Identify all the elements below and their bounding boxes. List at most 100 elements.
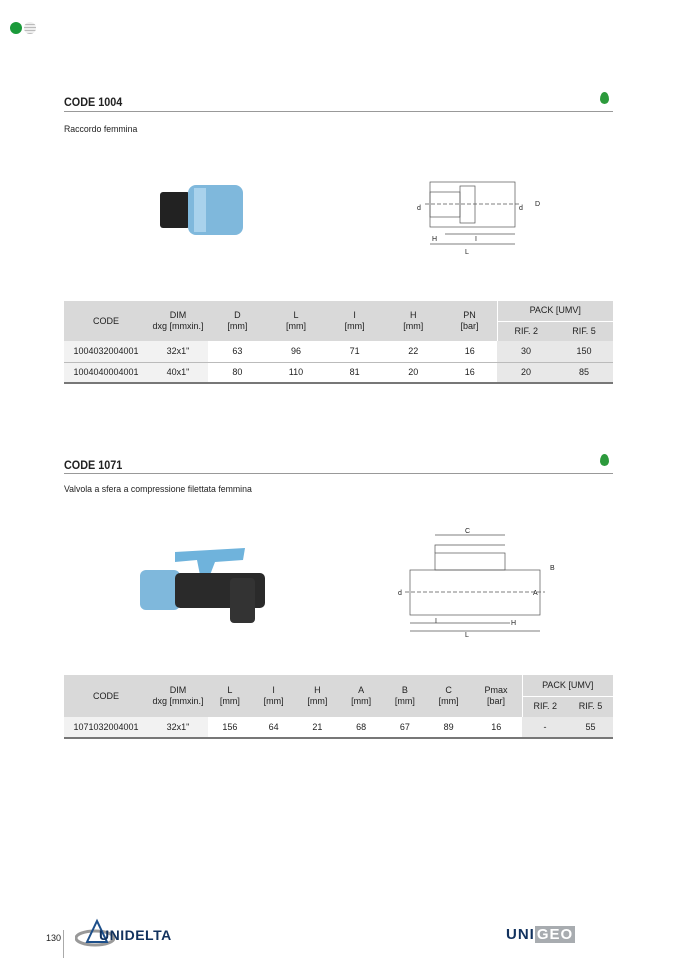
col-header-h: H[mm]	[295, 675, 340, 717]
table-cell: 68	[339, 717, 383, 739]
svg-text:I: I	[475, 236, 477, 243]
table-cell: 20	[383, 362, 443, 384]
table-cell: 71	[325, 341, 384, 363]
table-cell: 16	[442, 341, 497, 363]
col-header-pn: PN[bar]	[442, 301, 497, 341]
text: C	[445, 685, 452, 695]
unidelta-logo: UNIDELTA	[75, 918, 210, 948]
text: L	[227, 685, 233, 695]
svg-text:d: d	[519, 205, 523, 212]
text: [mm]	[394, 696, 415, 706]
text: Pmax	[484, 685, 508, 695]
col-header-rif2: RIF. 2	[521, 696, 568, 717]
text: [mm]	[438, 696, 459, 706]
text: GEO	[534, 926, 576, 943]
svg-text:D: D	[535, 201, 540, 208]
drop-icon	[600, 92, 609, 104]
section-title: CODE 1071	[64, 458, 123, 472]
col-header-pmax: Pmax[bar]	[470, 675, 522, 717]
table-cell: 55	[568, 717, 613, 739]
text: PN	[463, 310, 476, 320]
table-cell: 40x1"	[148, 362, 208, 384]
col-header-rif5: RIF. 5	[555, 321, 613, 341]
table-cell: 89	[426, 717, 471, 739]
product-photo-ball-valve	[140, 548, 265, 623]
col-header-pack: PACK [UMV]	[496, 301, 613, 322]
table-cell: 96	[266, 341, 326, 363]
svg-text:d: d	[417, 205, 421, 212]
text: I	[272, 685, 275, 695]
table-cell: -	[522, 717, 568, 739]
text: [mm]	[403, 321, 424, 331]
green-dot-icon	[10, 22, 22, 34]
table-cell: 16	[442, 362, 497, 384]
table-cell: 30	[497, 341, 555, 363]
col-header-l: L[mm]	[208, 675, 252, 717]
product-photo-fitting	[160, 185, 243, 235]
table-cell: 150	[555, 341, 613, 363]
col-header-a: A[mm]	[339, 675, 383, 717]
col-header-i: I[mm]	[325, 301, 384, 341]
text: B	[401, 685, 408, 695]
text: dxg [mmxin.]	[152, 696, 204, 706]
table-cell: 67	[383, 717, 427, 739]
text: [mm]	[227, 321, 248, 331]
col-header-b: B[mm]	[383, 675, 427, 717]
table-cell: 156	[208, 717, 252, 739]
col-header-pack: PACK [UMV]	[521, 675, 613, 697]
col-header-code: CODE	[64, 301, 148, 341]
text: H	[314, 685, 321, 695]
divider	[64, 111, 613, 112]
svg-text:C: C	[465, 528, 470, 535]
footer-divider	[63, 930, 64, 958]
text: A	[358, 685, 365, 695]
table-cell: 21	[295, 717, 340, 739]
text: [mm]	[351, 696, 372, 706]
section-title: CODE 1004	[64, 95, 123, 109]
table-cell: 81	[325, 362, 384, 384]
col-header-l: L[mm]	[266, 301, 326, 341]
text: L	[293, 310, 299, 320]
svg-text:H: H	[511, 620, 516, 627]
text: [bar]	[460, 321, 479, 331]
col-header-rif2: RIF. 2	[496, 321, 555, 341]
page-number: 130	[46, 933, 62, 943]
col-header-i: I[mm]	[251, 675, 296, 717]
col-header-rif5: RIF. 5	[568, 696, 613, 717]
text: [mm]	[307, 696, 328, 706]
svg-text:H: H	[432, 236, 437, 243]
section-subtitle: Raccordo femmina	[64, 124, 138, 135]
table-cell: 80	[208, 362, 267, 384]
svg-text:I: I	[435, 618, 437, 625]
table-cell: 32x1"	[148, 717, 208, 739]
table-cell: 63	[208, 341, 267, 363]
table-cell: 110	[266, 362, 326, 384]
section-subtitle: Valvola a sfera a compressione filettata…	[64, 484, 252, 495]
divider	[64, 473, 613, 474]
table-cell: 22	[383, 341, 443, 363]
text: I	[353, 310, 356, 320]
drop-icon	[600, 454, 609, 466]
table-cell: 1004032004001	[64, 341, 148, 363]
text: H	[410, 310, 417, 320]
table-cell: 85	[555, 362, 613, 384]
table-cell: 16	[470, 717, 522, 739]
text: D	[234, 310, 241, 320]
text: UNI	[506, 926, 535, 943]
text: DIM	[169, 685, 187, 695]
col-header-c: C[mm]	[426, 675, 471, 717]
svg-text:L: L	[465, 632, 469, 639]
col-header-code: CODE	[64, 675, 148, 717]
text: [mm]	[263, 696, 284, 706]
grid-dot-icon	[24, 22, 36, 34]
